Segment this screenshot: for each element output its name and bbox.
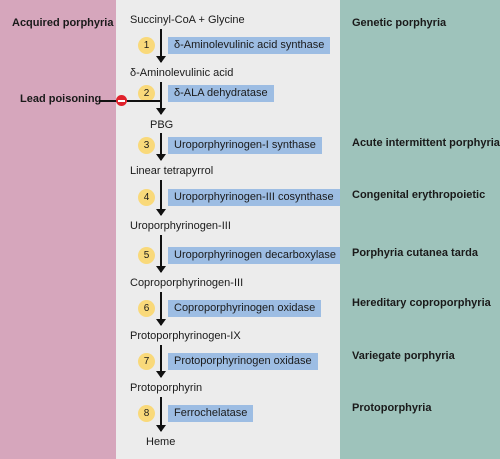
genetic-porphyria-panel: Genetic porphyria Acute intermittent por… xyxy=(340,0,500,459)
step-number-4: 4 xyxy=(138,189,155,206)
inhibition-icon xyxy=(116,95,127,106)
enzyme-uroporphyrinogen-iii-cosynthase: Uroporphyrinogen-III cosynthase xyxy=(168,189,340,206)
metabolite-uroporphyrinogen-iii: Uroporphyrinogen-III xyxy=(130,220,231,232)
lead-poisoning-label: Lead poisoning xyxy=(20,93,102,105)
metabolite-protoporphyrin: Protoporphyrin xyxy=(130,382,203,394)
step-number-8: 8 xyxy=(138,405,155,422)
disease-congenital-erythropoietic: Congenital erythropoietic xyxy=(352,189,486,201)
disease-protoporphyria: Protoporphyria xyxy=(352,402,432,414)
enzyme-ferrochelatase: Ferrochelatase xyxy=(168,405,254,422)
metabolite-aminolevulinic-acid: δ-Aminolevulinic acid xyxy=(130,67,234,79)
acquired-porphyria-header: Acquired porphyria xyxy=(12,17,114,29)
step-number-7: 7 xyxy=(138,353,155,370)
step-number-6: 6 xyxy=(138,300,155,317)
pathway-arrow-1 xyxy=(156,29,166,63)
step-number-2: 2 xyxy=(138,85,155,102)
metabolite-linear-tetrapyrrol: Linear tetrapyrrol xyxy=(130,165,214,177)
metabolite-succinyl-coa-glycine: Succinyl-CoA + Glycine xyxy=(130,14,245,26)
metabolite-pbg: PBG xyxy=(150,119,174,131)
inhibition-line xyxy=(99,100,118,102)
pathway-arrow-5 xyxy=(156,235,166,273)
enzyme-ala-dehydratase: δ-ALA dehydratase xyxy=(168,85,274,102)
disease-porphyria-cutanea-tarda: Porphyria cutanea tarda xyxy=(352,247,478,259)
acquired-porphyria-panel: Acquired porphyria xyxy=(0,0,116,459)
pathway-arrow-3 xyxy=(156,133,166,161)
pathway-arrow-6 xyxy=(156,292,166,326)
enzyme-protoporphyrinogen-oxidase: Protoporphyrinogen oxidase xyxy=(168,353,318,370)
step-number-5: 5 xyxy=(138,247,155,264)
disease-hereditary-coproporphyria: Hereditary coproporphyria xyxy=(352,297,491,309)
step-number-3: 3 xyxy=(138,137,155,154)
enzyme-ala-synthase: δ-Aminolevulinic acid synthase xyxy=(168,37,331,54)
metabolite-protoporphyrinogen-ix: Protoporphyrinogen-IX xyxy=(130,330,241,342)
genetic-porphyria-header: Genetic porphyria xyxy=(352,17,447,29)
enzyme-uroporphyrinogen-decarboxylase: Uroporphyrinogen decarboxylase xyxy=(168,247,343,264)
enzyme-uroporphyrinogen-i-synthase: Uroporphyrinogen-I synthase xyxy=(168,137,322,154)
metabolite-heme: Heme xyxy=(146,436,176,448)
heme-pathway-panel: Succinyl-CoA + Glycine δ-Aminolevulinic … xyxy=(116,0,343,459)
step-number-1: 1 xyxy=(138,37,155,54)
enzyme-coproporphyrinogen-oxidase: Coproporphyrinogen oxidase xyxy=(168,300,322,317)
pathway-arrow-7 xyxy=(156,345,166,378)
disease-acute-intermittent-porphyria: Acute intermittent porphyria xyxy=(352,137,500,149)
pathway-arrow-4 xyxy=(156,180,166,216)
disease-variegate-porphyria: Variegate porphyria xyxy=(352,350,455,362)
metabolite-coproporphyrinogen-iii: Coproporphyrinogen-III xyxy=(130,277,244,289)
pathway-arrow-2 xyxy=(156,82,166,115)
inhibition-line-to-step-2 xyxy=(127,100,160,102)
pathway-arrow-8 xyxy=(156,397,166,432)
